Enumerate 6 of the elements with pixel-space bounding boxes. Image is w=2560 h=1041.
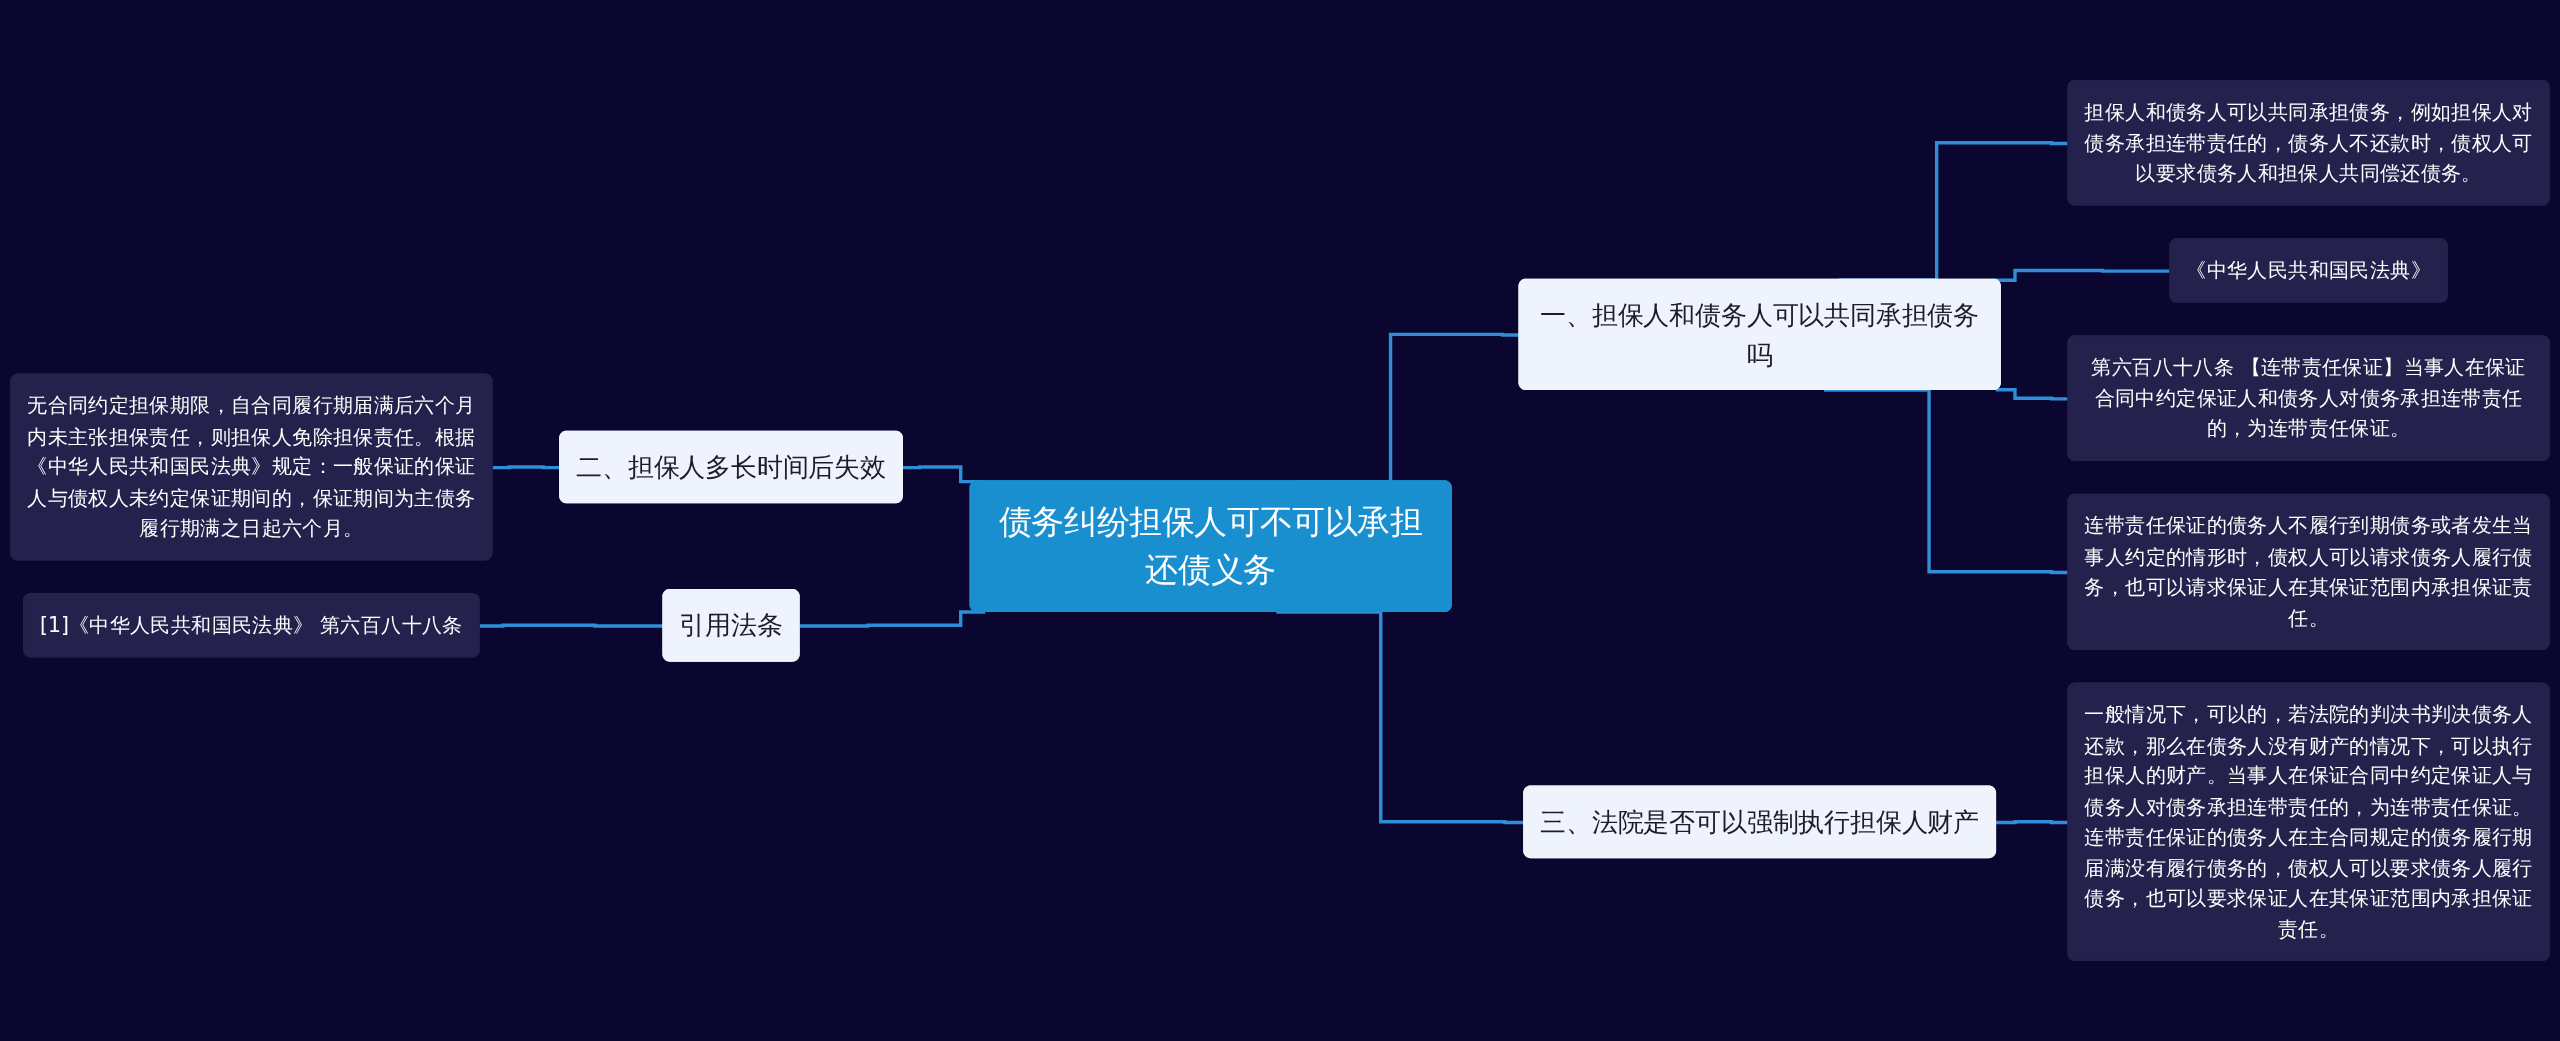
connector bbox=[799, 610, 986, 628]
connector bbox=[1995, 268, 2171, 282]
connector bbox=[1996, 820, 2069, 825]
connector bbox=[1823, 388, 2069, 575]
connector bbox=[1995, 388, 2069, 401]
connector bbox=[479, 623, 664, 628]
